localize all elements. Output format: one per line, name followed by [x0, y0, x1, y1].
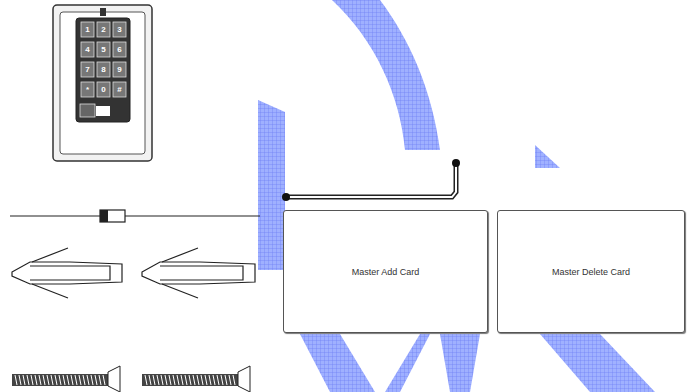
diode-symbol [10, 210, 260, 222]
key-label: 4 [80, 42, 95, 57]
key [81, 62, 94, 77]
key [113, 42, 126, 57]
wire [282, 159, 460, 201]
card-label: Master Delete Card [552, 267, 630, 277]
key-label: 3 [112, 22, 127, 37]
key-label: 9 [112, 62, 127, 77]
key [97, 22, 110, 37]
key-label: 2 [96, 22, 111, 37]
screw [12, 366, 250, 392]
key-label: 1 [80, 22, 95, 37]
key [113, 22, 126, 37]
key-label: 5 [96, 42, 111, 57]
key-label: 6 [112, 42, 127, 57]
key-label: * [80, 82, 95, 97]
key [97, 62, 110, 77]
key [113, 82, 126, 97]
key-label: 8 [96, 62, 111, 77]
key-label: 7 [80, 62, 95, 77]
key-label: # [112, 82, 127, 97]
wall-anchor [12, 248, 255, 298]
card-label: Master Add Card [352, 267, 420, 277]
key [81, 42, 94, 57]
key [81, 22, 94, 37]
keypad-device [53, 5, 152, 161]
key [81, 82, 94, 97]
card: Master Add Card [283, 210, 488, 333]
key [97, 82, 110, 97]
key-label: 0 [96, 82, 111, 97]
watermark [258, 0, 655, 392]
key [113, 62, 126, 77]
key [97, 42, 110, 57]
card: Master Delete Card [497, 210, 685, 333]
